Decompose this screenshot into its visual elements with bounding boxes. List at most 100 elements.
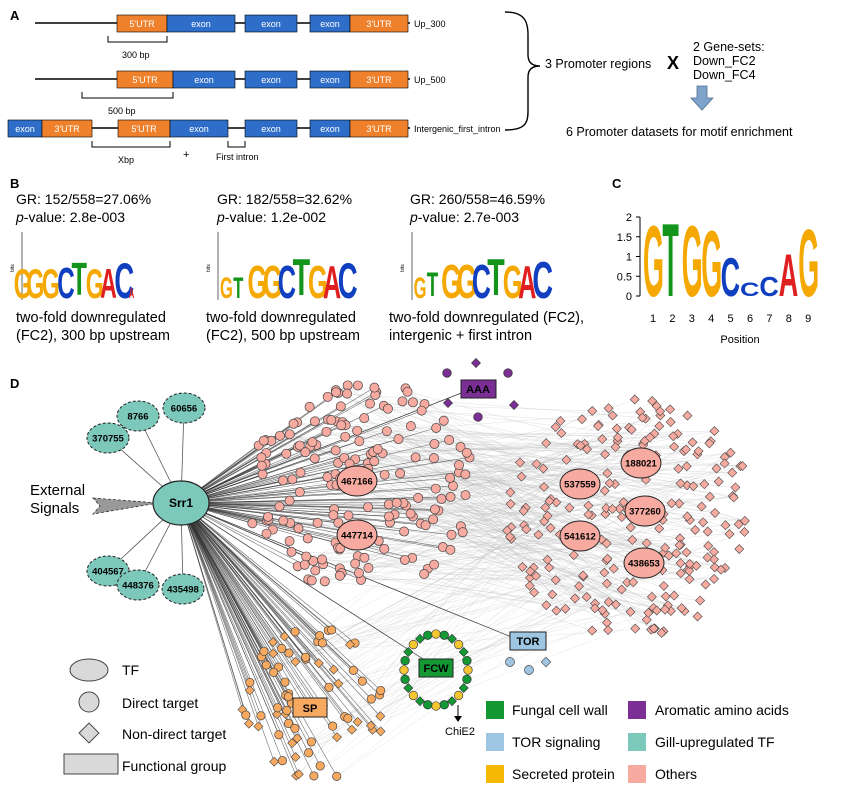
direct-target-node xyxy=(295,467,306,478)
nondirect-target-node xyxy=(681,444,691,455)
nondirect-target-node xyxy=(655,406,666,417)
bits-label: bits xyxy=(206,264,212,272)
seg-label: exon xyxy=(261,19,281,29)
down-arrow-icon xyxy=(690,85,714,111)
tf-node-label: 60656 xyxy=(171,404,197,415)
x-tick-label: 2 xyxy=(669,313,675,325)
nondirect-target-node xyxy=(597,605,608,616)
sp-node xyxy=(244,718,254,729)
tor-node xyxy=(505,657,515,667)
nondirect-target-node xyxy=(587,625,598,636)
direct-target-node xyxy=(428,453,439,464)
direct-target-node xyxy=(354,436,365,447)
highlight-direct-label: 467166 xyxy=(341,477,373,488)
nondirect-target-node xyxy=(610,442,621,453)
direct-target-node xyxy=(331,387,342,398)
nondirect-target-node xyxy=(702,526,713,537)
nondirect-target-node xyxy=(542,510,553,521)
tf-node xyxy=(116,400,160,432)
legend-label: Fungal cell wall xyxy=(512,702,608,718)
direct-target-node xyxy=(301,551,312,562)
legend-swatch-fcw xyxy=(486,701,504,719)
nondirect-target-node xyxy=(682,511,693,522)
nondirect-target-node xyxy=(611,423,622,434)
gene-sets-title: 2 Gene-sets: xyxy=(693,40,765,54)
direct-target-node xyxy=(275,430,285,441)
logo-letter: C xyxy=(532,251,553,309)
nondirect-target-node xyxy=(728,492,739,503)
x-tick-label: 3 xyxy=(689,313,695,325)
nondirect-target-node xyxy=(582,444,592,455)
direct-target-node xyxy=(336,420,347,431)
nondirect-target-node xyxy=(570,593,580,604)
logo-letter: G xyxy=(503,256,523,308)
caption-line: intergenic + first intron xyxy=(389,328,533,344)
nondirect-target-node xyxy=(556,428,567,439)
x-tick-label: 8 xyxy=(786,313,792,325)
nondirect-target-node xyxy=(616,584,627,595)
nondirect-target-node xyxy=(700,579,711,590)
nondirect-target-node xyxy=(533,529,544,540)
sp-node xyxy=(282,705,292,715)
gene-set-item: Down_FC2 xyxy=(693,54,756,68)
gene-row-up300: 5'UTR exon exon exon 3'UTR Up_300 300 bp xyxy=(35,14,446,60)
motif-1-stats: GR: 152/558=27.06% p-value: 2.8e-003 xyxy=(16,190,151,226)
direct-target-node xyxy=(460,490,471,501)
direct-target-node xyxy=(342,388,353,399)
fcw-node xyxy=(447,633,457,644)
legend-nondirect-shape xyxy=(78,722,100,744)
sp-node xyxy=(357,676,367,686)
nondirect-target-node xyxy=(730,482,741,493)
nondirect-target-node xyxy=(660,604,670,615)
nondirect-target-node xyxy=(597,434,608,445)
sp-group-label: SP xyxy=(303,703,318,715)
highlight-nondirect-node xyxy=(559,468,601,500)
nondirect-target-node xyxy=(669,441,680,452)
nondirect-target-node xyxy=(602,468,613,479)
direct-target-node xyxy=(287,474,298,485)
srr1-hub-label: Srr1 xyxy=(169,496,193,510)
nondirect-target-node xyxy=(665,404,676,415)
seg-label: exon xyxy=(194,75,214,85)
nondirect-target-node xyxy=(538,463,549,474)
brace xyxy=(504,11,541,131)
nondirect-target-node xyxy=(692,611,703,622)
nondirect-target-node xyxy=(551,497,562,508)
logo-letter: T xyxy=(293,248,311,306)
nondirect-target-node xyxy=(673,463,684,474)
nondirect-target-node xyxy=(629,394,640,405)
nondirect-target-node xyxy=(720,520,731,531)
nondirect-target-node xyxy=(599,485,610,496)
direct-target-node xyxy=(363,502,373,513)
bits-label: bits xyxy=(400,264,406,272)
direct-target-node xyxy=(369,382,380,393)
nondirect-target-node xyxy=(675,533,685,544)
nondirect-target-node xyxy=(648,623,659,634)
sp-node xyxy=(280,677,290,687)
direct-target-node xyxy=(334,570,345,581)
sp-node xyxy=(277,643,287,654)
nondirect-target-node xyxy=(604,478,615,489)
seg-label: 3'UTR xyxy=(366,124,392,134)
aaa-node xyxy=(473,412,483,422)
aaa-node xyxy=(471,358,481,368)
logo-letter: G xyxy=(414,272,427,305)
nondirect-target-node xyxy=(531,459,542,469)
legend-functional-shape xyxy=(63,753,119,775)
external-line: External xyxy=(30,482,86,499)
logo-letter: T xyxy=(427,265,439,303)
direct-target-node xyxy=(461,447,472,458)
sp-node xyxy=(273,703,283,713)
direct-target-node xyxy=(293,523,304,534)
sp-node xyxy=(256,711,266,721)
fcw-node xyxy=(403,683,414,693)
nondirect-target-node xyxy=(600,509,611,519)
sp-node xyxy=(290,656,301,667)
legend-label: TOR signaling xyxy=(512,734,601,750)
nondirect-target-node xyxy=(504,531,515,542)
direct-target-node xyxy=(402,386,413,397)
direct-target-node xyxy=(284,429,295,440)
tor-node xyxy=(524,665,534,675)
highlight-direct-label: 447714 xyxy=(341,531,373,542)
p-label: p xyxy=(410,209,418,225)
